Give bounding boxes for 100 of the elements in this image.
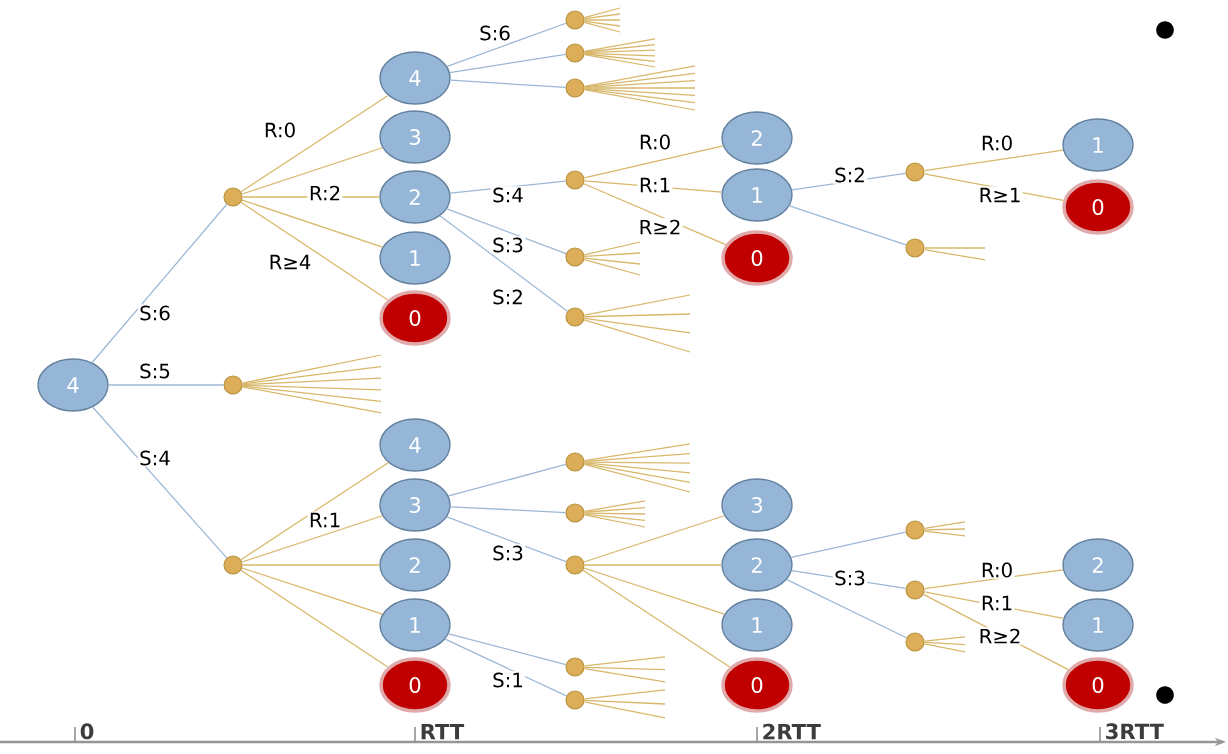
edge-label: S:6 bbox=[137, 304, 173, 322]
branch-line bbox=[583, 500, 646, 512]
branch-line bbox=[583, 689, 666, 700]
branch-line bbox=[583, 87, 696, 89]
branch-line bbox=[583, 38, 656, 52]
branch-line bbox=[92, 406, 228, 559]
edge-label: S:1 bbox=[490, 671, 526, 689]
tick-label: 2RTT bbox=[763, 723, 821, 740]
decision-dot bbox=[565, 43, 585, 63]
branch-line bbox=[788, 205, 907, 246]
branch-line bbox=[241, 199, 384, 248]
branch-line bbox=[786, 578, 908, 639]
decision-dot bbox=[565, 555, 585, 575]
edge-label: R:0 bbox=[979, 134, 1015, 152]
edge-label: S:3 bbox=[832, 569, 868, 587]
branch-line bbox=[583, 252, 641, 258]
branch-line bbox=[583, 54, 656, 68]
branch-line bbox=[583, 13, 621, 20]
branch-line bbox=[583, 317, 691, 334]
branch-line bbox=[583, 513, 646, 522]
branch-line bbox=[583, 564, 722, 566]
branch-line bbox=[583, 294, 691, 316]
decision-dot bbox=[565, 10, 585, 30]
decision-dot bbox=[565, 247, 585, 267]
branch-line bbox=[923, 247, 986, 249]
decision-dot bbox=[223, 187, 243, 207]
branch-line bbox=[439, 215, 568, 312]
edge-label: S:6 bbox=[477, 24, 513, 42]
branch-line bbox=[583, 19, 621, 21]
branch-line bbox=[923, 528, 966, 531]
branch-line bbox=[241, 564, 380, 566]
branch-line bbox=[923, 643, 966, 653]
branch-line bbox=[583, 656, 666, 667]
branch-line bbox=[241, 567, 383, 615]
decision-dot bbox=[565, 78, 585, 98]
decision-dot bbox=[565, 657, 585, 677]
branch-line bbox=[790, 531, 907, 559]
decision-dot bbox=[565, 170, 585, 190]
edge-label: R≥2 bbox=[637, 218, 683, 236]
branch-line bbox=[583, 145, 724, 179]
branch-line bbox=[91, 203, 228, 364]
edge-label: R:0 bbox=[979, 561, 1015, 579]
branch-line bbox=[241, 386, 382, 414]
decision-dot bbox=[905, 580, 925, 600]
branch-line bbox=[583, 49, 656, 54]
branch-line bbox=[444, 638, 567, 697]
edge-label: R:2 bbox=[307, 184, 343, 202]
edge-label: R:0 bbox=[262, 121, 298, 139]
branch-line bbox=[583, 463, 691, 493]
decision-dot bbox=[905, 162, 925, 182]
branch-line bbox=[583, 567, 725, 615]
branch-line bbox=[447, 463, 567, 497]
edge-label: R:1 bbox=[637, 176, 673, 194]
branch-line bbox=[449, 53, 567, 74]
branch-line bbox=[583, 506, 646, 513]
tick-label: 3RTT bbox=[1106, 723, 1164, 740]
branch-line bbox=[446, 22, 567, 67]
branch-line bbox=[583, 514, 646, 528]
branch-line bbox=[446, 208, 567, 255]
branch-line bbox=[583, 89, 696, 111]
branch-line bbox=[583, 21, 621, 33]
decision-dot bbox=[565, 452, 585, 472]
branch-line bbox=[583, 443, 691, 462]
branch-line bbox=[108, 384, 225, 386]
edge-label: S:4 bbox=[490, 186, 526, 204]
branch-line bbox=[450, 506, 567, 514]
edge-label: S:3 bbox=[490, 236, 526, 254]
branch-line bbox=[241, 377, 382, 386]
edge-label: S:5 bbox=[137, 362, 173, 380]
branch-line bbox=[583, 452, 691, 462]
edge-label: R:1 bbox=[307, 511, 343, 529]
decision-dot bbox=[223, 555, 243, 575]
branch-line bbox=[583, 258, 641, 276]
branch-line bbox=[583, 20, 621, 27]
edge-label: S:3 bbox=[490, 544, 526, 562]
branch-line bbox=[583, 183, 727, 246]
branch-line bbox=[583, 313, 691, 318]
branch-line bbox=[241, 384, 382, 391]
edge-label: S:4 bbox=[137, 449, 173, 467]
branch-line bbox=[583, 87, 696, 96]
tick-label: RTT bbox=[421, 723, 465, 740]
edge-label: R≥4 bbox=[267, 253, 313, 271]
branch-line bbox=[923, 149, 1064, 172]
tick-label: 0 bbox=[80, 723, 94, 740]
edge-label: R≥2 bbox=[977, 627, 1023, 645]
decision-dot bbox=[565, 503, 585, 523]
branch-line bbox=[583, 319, 691, 353]
branch-line bbox=[448, 633, 567, 666]
branch-line bbox=[583, 461, 691, 464]
edge-label: R:1 bbox=[979, 594, 1015, 612]
branch-line bbox=[583, 463, 691, 484]
branch-line bbox=[582, 569, 731, 668]
branch-line bbox=[583, 515, 725, 563]
decision-dot bbox=[905, 238, 925, 258]
branch-line bbox=[923, 521, 966, 530]
branch-line bbox=[583, 701, 666, 719]
decision-dot bbox=[223, 375, 243, 395]
decision-dot bbox=[565, 307, 585, 327]
branch-line bbox=[583, 65, 696, 87]
branch-line bbox=[583, 512, 646, 515]
